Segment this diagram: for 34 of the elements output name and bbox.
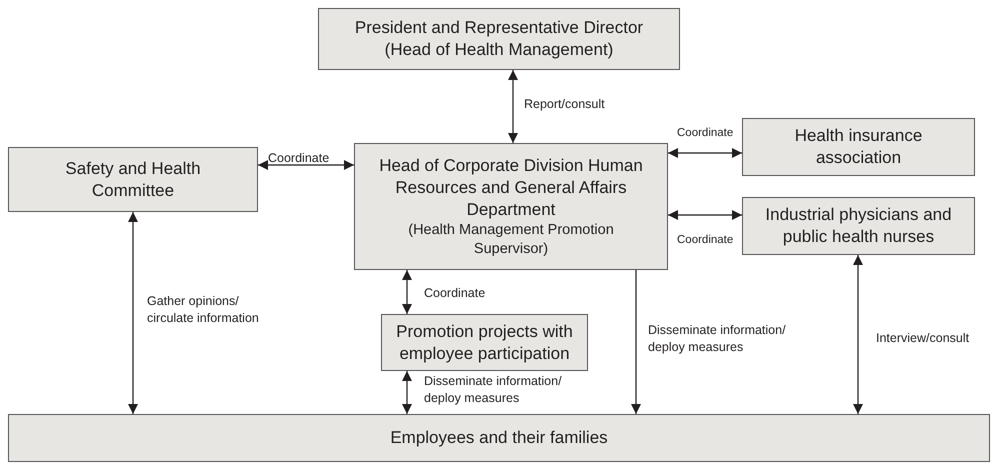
node-title: President and Representative Director bbox=[354, 17, 644, 39]
org-box bbox=[381, 314, 588, 371]
org-box bbox=[354, 143, 668, 270]
edge-label: Coordinate bbox=[268, 150, 330, 167]
node-title: Employees and their families bbox=[389, 427, 609, 449]
org-box bbox=[8, 147, 258, 212]
node-title: Safety and Health Committee bbox=[64, 158, 202, 202]
edge-label: Gather opinions/ circulate information bbox=[147, 293, 260, 327]
org-box bbox=[742, 197, 975, 255]
org-box bbox=[742, 118, 975, 176]
connector-arrow bbox=[508, 70, 518, 143]
connector-arrow bbox=[258, 160, 354, 170]
node-title: Promotion projects with employee participation bbox=[395, 320, 574, 364]
connector-arrow bbox=[668, 148, 742, 158]
connector-arrow bbox=[668, 210, 742, 220]
node-subtitle: (Head of Health Management) bbox=[384, 39, 614, 61]
edge-label: Coordinate bbox=[677, 233, 734, 248]
node-title: Industrial physicians and public health nurses bbox=[764, 204, 953, 248]
connector-arrow bbox=[853, 255, 863, 414]
connector-arrow bbox=[402, 371, 412, 414]
connector-arrow bbox=[631, 270, 641, 414]
org-box bbox=[318, 8, 680, 70]
connector-arrow bbox=[402, 270, 412, 314]
edge-label: Coordinate bbox=[677, 126, 734, 141]
node-title: Health insurance association bbox=[794, 125, 924, 169]
node-subtitle: (Health Management Promotion Supervisor) bbox=[407, 220, 615, 258]
org-box bbox=[8, 414, 990, 462]
connector-arrow bbox=[128, 212, 138, 414]
edge-label: Interview/consult bbox=[876, 330, 970, 347]
edge-label: Disseminate information/ deploy measures bbox=[424, 373, 563, 407]
node-title: Head of Corporate Division Human Resources and General Affairs Department bbox=[378, 154, 644, 220]
edge-label: Report/consult bbox=[524, 96, 606, 113]
edge-label: Coordinate bbox=[424, 285, 486, 302]
edge-label: Disseminate information/ deploy measures bbox=[648, 322, 787, 356]
